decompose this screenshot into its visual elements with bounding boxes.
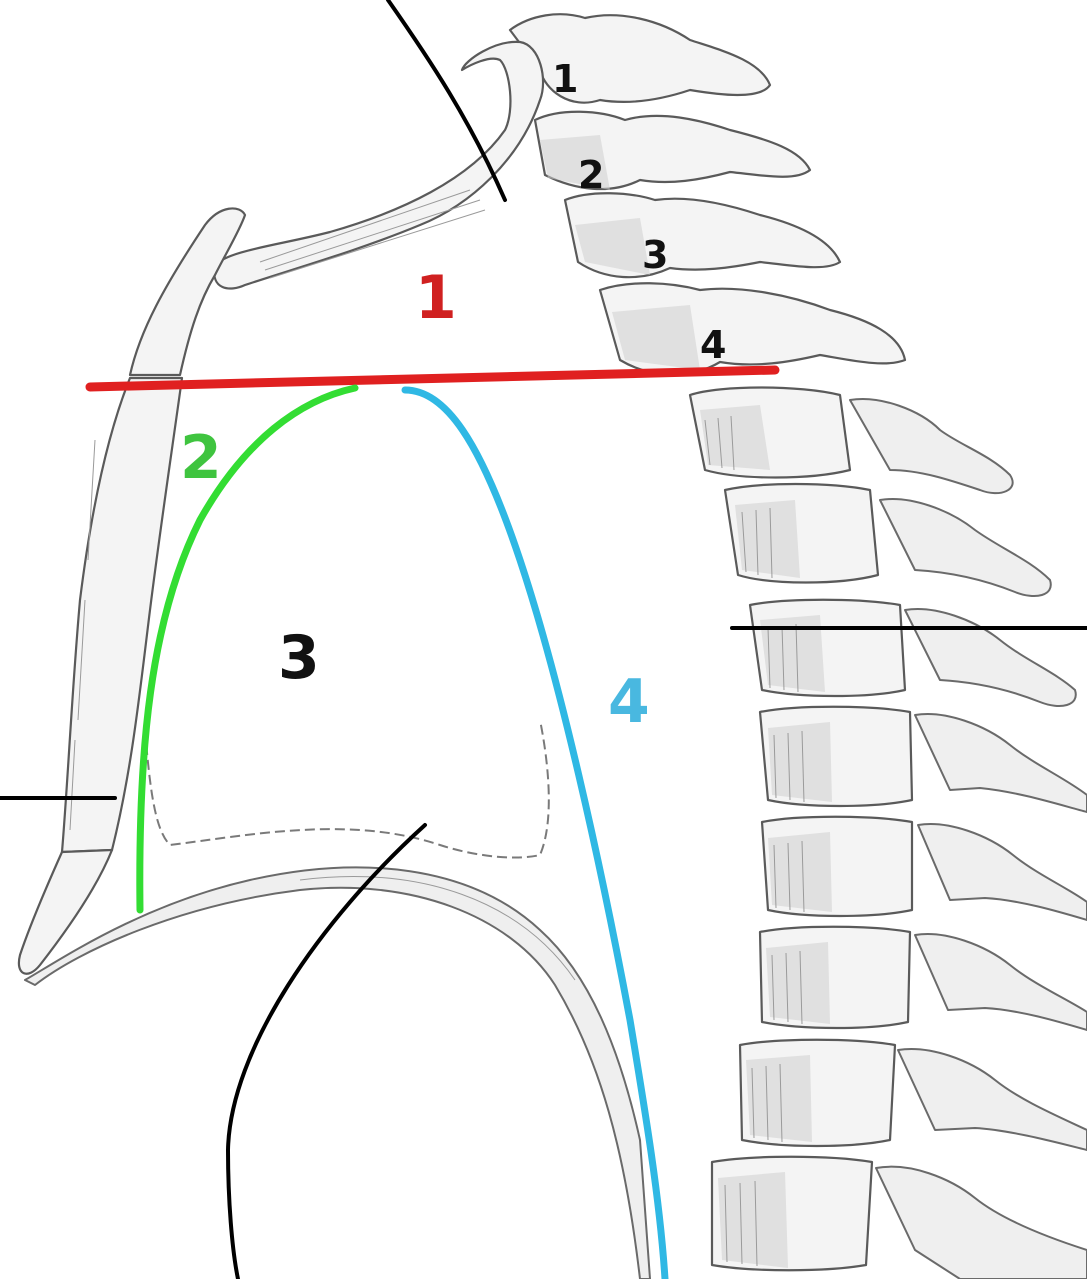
vertebra-label-4: 4	[700, 323, 726, 367]
heart-outline	[145, 720, 549, 858]
superior-boundary-line	[90, 370, 775, 387]
vertebra-label-1: 1	[552, 57, 578, 101]
sternum-and-clavicle	[19, 42, 650, 1279]
vertebra-label-3: 3	[642, 233, 668, 277]
region-label-1: 1	[415, 263, 457, 333]
region-label-2: 2	[180, 423, 222, 493]
vertebra-label-2: 2	[578, 153, 604, 197]
region-label-4: 4	[608, 667, 650, 737]
vertebral-column	[510, 14, 1087, 1279]
anterior-boundary-line	[140, 388, 355, 910]
region-label-3: 3	[278, 623, 320, 693]
